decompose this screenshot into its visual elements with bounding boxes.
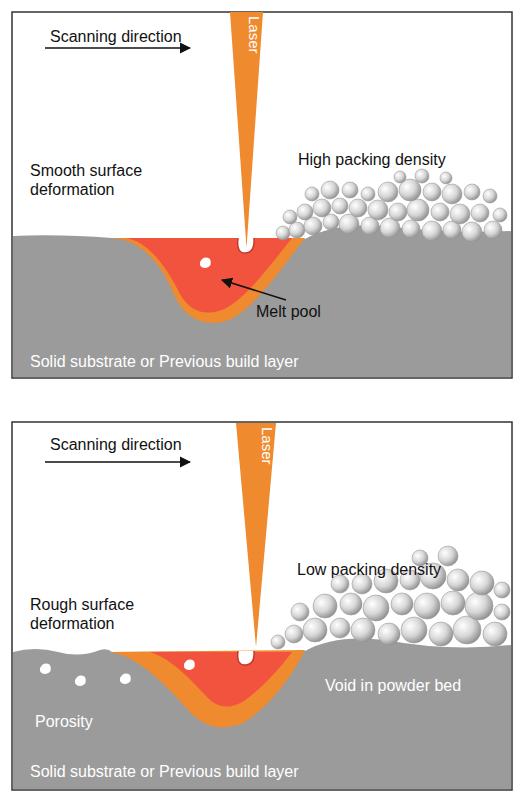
laser-label: Laser xyxy=(236,427,276,465)
void-label: Void in powder bed xyxy=(325,676,461,695)
powder-particle xyxy=(407,199,429,221)
powder-particle xyxy=(464,184,480,200)
powder-particle xyxy=(313,199,331,217)
substrate xyxy=(13,638,511,789)
powder-particle xyxy=(440,172,452,184)
powder-particle xyxy=(450,204,470,224)
powder-particle xyxy=(431,203,449,221)
melt-pool xyxy=(126,238,292,313)
powder-particle xyxy=(378,623,400,645)
panel-frame xyxy=(12,12,512,378)
keyhole xyxy=(238,238,254,253)
powder-particle xyxy=(363,595,389,621)
pore xyxy=(120,674,131,684)
pore xyxy=(184,660,195,670)
substrate xyxy=(13,225,511,377)
powder-particle xyxy=(394,171,406,183)
powder-particle xyxy=(378,182,398,202)
powder-particle xyxy=(483,189,497,203)
powder-particle xyxy=(303,618,327,642)
laser-cone xyxy=(230,12,263,248)
laser-beam: Laser xyxy=(230,12,263,248)
powder-particle xyxy=(349,199,367,217)
powder-particle xyxy=(402,220,420,238)
powder-particle xyxy=(285,625,303,643)
powder-particle xyxy=(330,618,350,638)
powder-particle xyxy=(351,618,375,642)
pore xyxy=(40,664,51,674)
powder-particle xyxy=(484,221,502,239)
powder-particle xyxy=(283,210,297,224)
powder-particle xyxy=(423,183,441,201)
powder-particle xyxy=(442,184,462,204)
substrate-label: Solid substrate or Previous build layer xyxy=(30,352,299,371)
powder-particle xyxy=(415,169,429,183)
laser-cone xyxy=(236,423,276,647)
powder-particle xyxy=(276,226,290,240)
powder-particle xyxy=(462,222,482,242)
direction-label: Scanning direction xyxy=(50,27,182,46)
powder-particle xyxy=(342,182,358,198)
powder-particle xyxy=(470,571,494,595)
powder-label: High packing density xyxy=(298,150,446,169)
powder-particle xyxy=(483,622,507,646)
powder-particle xyxy=(465,592,493,620)
powder-particle xyxy=(340,593,362,615)
surface-label: Rough surface deformation xyxy=(30,595,160,633)
panel-frame xyxy=(12,422,512,790)
powder-particle xyxy=(289,222,305,238)
porosity-label: Porosity xyxy=(35,712,93,731)
powder-particle xyxy=(313,594,337,618)
pore xyxy=(75,676,86,686)
powder-particle xyxy=(414,593,440,619)
laser-beam: Laser xyxy=(236,423,276,647)
leader-arrow xyxy=(222,280,286,300)
powder-particle xyxy=(494,582,510,598)
pool-label: Melt pool xyxy=(256,302,321,321)
direction-label: Scanning direction xyxy=(50,435,182,454)
powder-particle xyxy=(271,635,285,649)
powder-label: Low packing density xyxy=(297,560,441,579)
melt-pool-rim xyxy=(108,650,305,727)
powder-particle xyxy=(391,593,413,615)
powder-particle xyxy=(321,181,339,199)
powder-particle xyxy=(447,569,469,591)
powder-particle xyxy=(401,617,427,643)
powder-particle xyxy=(422,221,442,241)
surface-label: Smooth surface deformation xyxy=(30,161,160,199)
powder-particle xyxy=(361,187,375,201)
powder-particle xyxy=(368,200,388,220)
powder-particle xyxy=(494,604,510,620)
powder-particle xyxy=(291,603,309,621)
powder-particle xyxy=(429,622,453,646)
powder-particle xyxy=(441,591,465,615)
laser-label: Laser xyxy=(230,16,263,54)
powder-particle xyxy=(453,616,481,644)
substrate-label: Solid substrate or Previous build layer xyxy=(30,762,299,781)
powder-particle xyxy=(297,204,313,220)
melt-pool xyxy=(150,652,292,707)
powder-particle xyxy=(389,203,407,221)
pore xyxy=(200,258,211,268)
powder-particle xyxy=(332,198,348,214)
powder-particle xyxy=(305,187,319,201)
keyhole xyxy=(238,651,254,665)
powder-particle xyxy=(493,208,507,222)
direction-arrow xyxy=(45,47,190,49)
direction-arrow xyxy=(45,461,190,463)
powder-particle xyxy=(471,204,489,222)
